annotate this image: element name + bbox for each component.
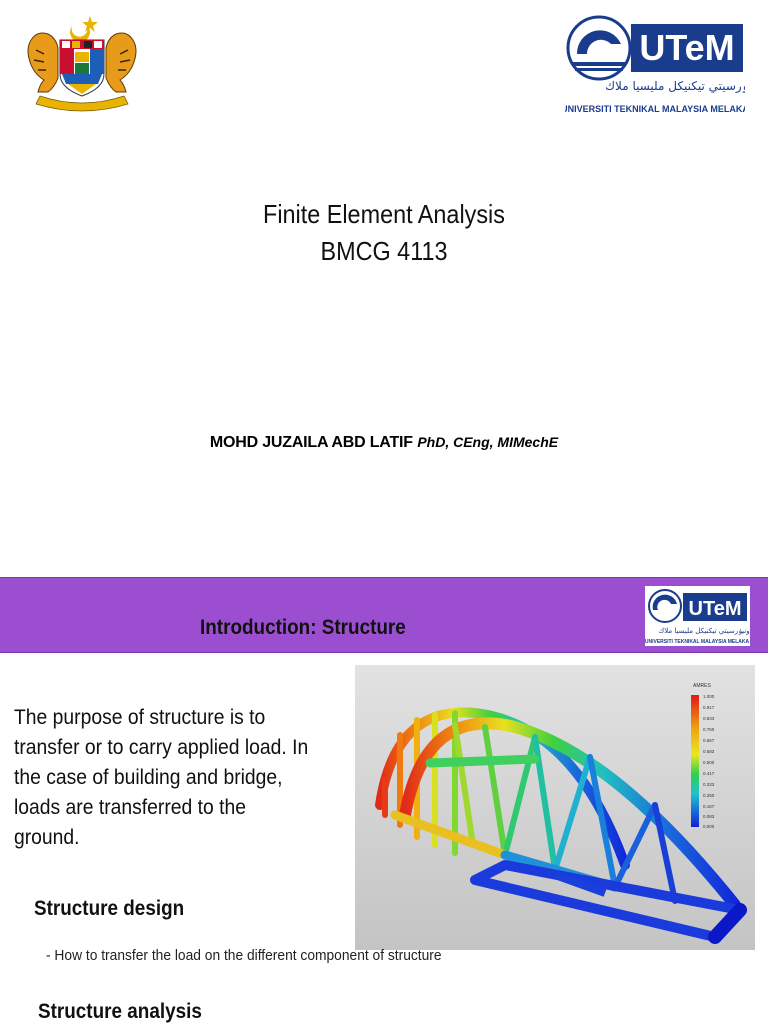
legend-tick: 0.000 <box>703 824 715 829</box>
legend-tick: 0.417 <box>703 771 715 776</box>
intro-line: loads are transferred to the <box>14 796 246 819</box>
intro-line: The purpose of structure is to <box>14 706 266 729</box>
legend-title: AMRES <box>693 683 711 689</box>
legend-tick: 0.833 <box>703 716 715 721</box>
fea-bridge-image: AMRES 1.000 0.917 0.833 0.750 0.667 0.58… <box>355 665 755 950</box>
author-name: MOHD JUZAILA ABD LATIF <box>209 434 413 451</box>
intro-line: transfer or to carry applied load. In <box>14 736 309 759</box>
legend-tick: 0.917 <box>703 705 715 710</box>
slide-title: Introduction: Structure <box>200 616 406 639</box>
svg-text:UNIVERSITI TEKNIKAL MALAYSIA M: UNIVERSITI TEKNIKAL MALAYSIA MELAKA <box>565 104 745 114</box>
content-slide: Introduction: Structure UTeM اونيۏرسيتي … <box>0 577 768 1024</box>
structure-analysis-heading: Structure analysis <box>38 1000 202 1023</box>
structure-design-heading: Structure design <box>34 897 185 920</box>
intro-line: ground. <box>14 826 80 849</box>
author-qualifications: PhD, CEng, MIMechE <box>417 434 559 450</box>
legend-tick: 0.583 <box>703 749 715 754</box>
legend-tick: 0.083 <box>703 814 715 819</box>
legend-tick: 1.000 <box>703 694 715 699</box>
svg-text:UNIVERSITI TEKNIKAL MALAYSIA M: UNIVERSITI TEKNIKAL MALAYSIA MELAKA <box>645 639 750 645</box>
legend-tick: 0.750 <box>703 727 715 732</box>
utem-small-logo: UTeM اونيۏرسيتي تيكنيكل مليسيا ملاك UNIV… <box>645 586 750 646</box>
slide-header-bar: Introduction: Structure UTeM اونيۏرسيتي … <box>0 577 768 653</box>
legend-tick: 0.500 <box>703 760 715 765</box>
color-legend-bar <box>691 695 699 827</box>
course-title: Finite Element Analysis <box>263 199 505 229</box>
title-slide: UTeM اونيۏرسيتي تيكنيكل مليسيا ملاك UNIV… <box>0 15 768 452</box>
svg-text:UTeM: UTeM <box>639 27 734 68</box>
legend-tick: 0.333 <box>703 782 715 787</box>
legend-tick: 0.667 <box>703 738 715 743</box>
utem-logo: UTeM اونيۏرسيتي تيكنيكل مليسيا ملاك UNIV… <box>565 15 745 114</box>
svg-text:اونيۏرسيتي تيكنيكل مليسيا ملاك: اونيۏرسيتي تيكنيكل مليسيا ملاك <box>658 627 750 635</box>
legend-tick: 0.250 <box>703 793 715 798</box>
legend-tick: 0.167 <box>703 804 715 809</box>
author-line: MOHD JUZAILA ABD LATIF PhD, CEng, MIMech… <box>0 434 768 452</box>
svg-text:UTeM: UTeM <box>689 598 742 620</box>
malaysia-coat-of-arms-logo <box>27 16 137 112</box>
intro-paragraph: The purpose of structure is to transfer … <box>14 703 354 853</box>
slide-title-block: Finite Element Analysis BMCG 4113 <box>0 196 768 270</box>
svg-text:اونيۏرسيتي تيكنيكل مليسيا ملاك: اونيۏرسيتي تيكنيكل مليسيا ملاك <box>605 79 745 94</box>
structure-design-bullet: - How to transfer the load on the differ… <box>46 947 442 964</box>
course-code: BMCG 4113 <box>320 236 448 266</box>
intro-line: the case of building and bridge, <box>14 766 283 789</box>
